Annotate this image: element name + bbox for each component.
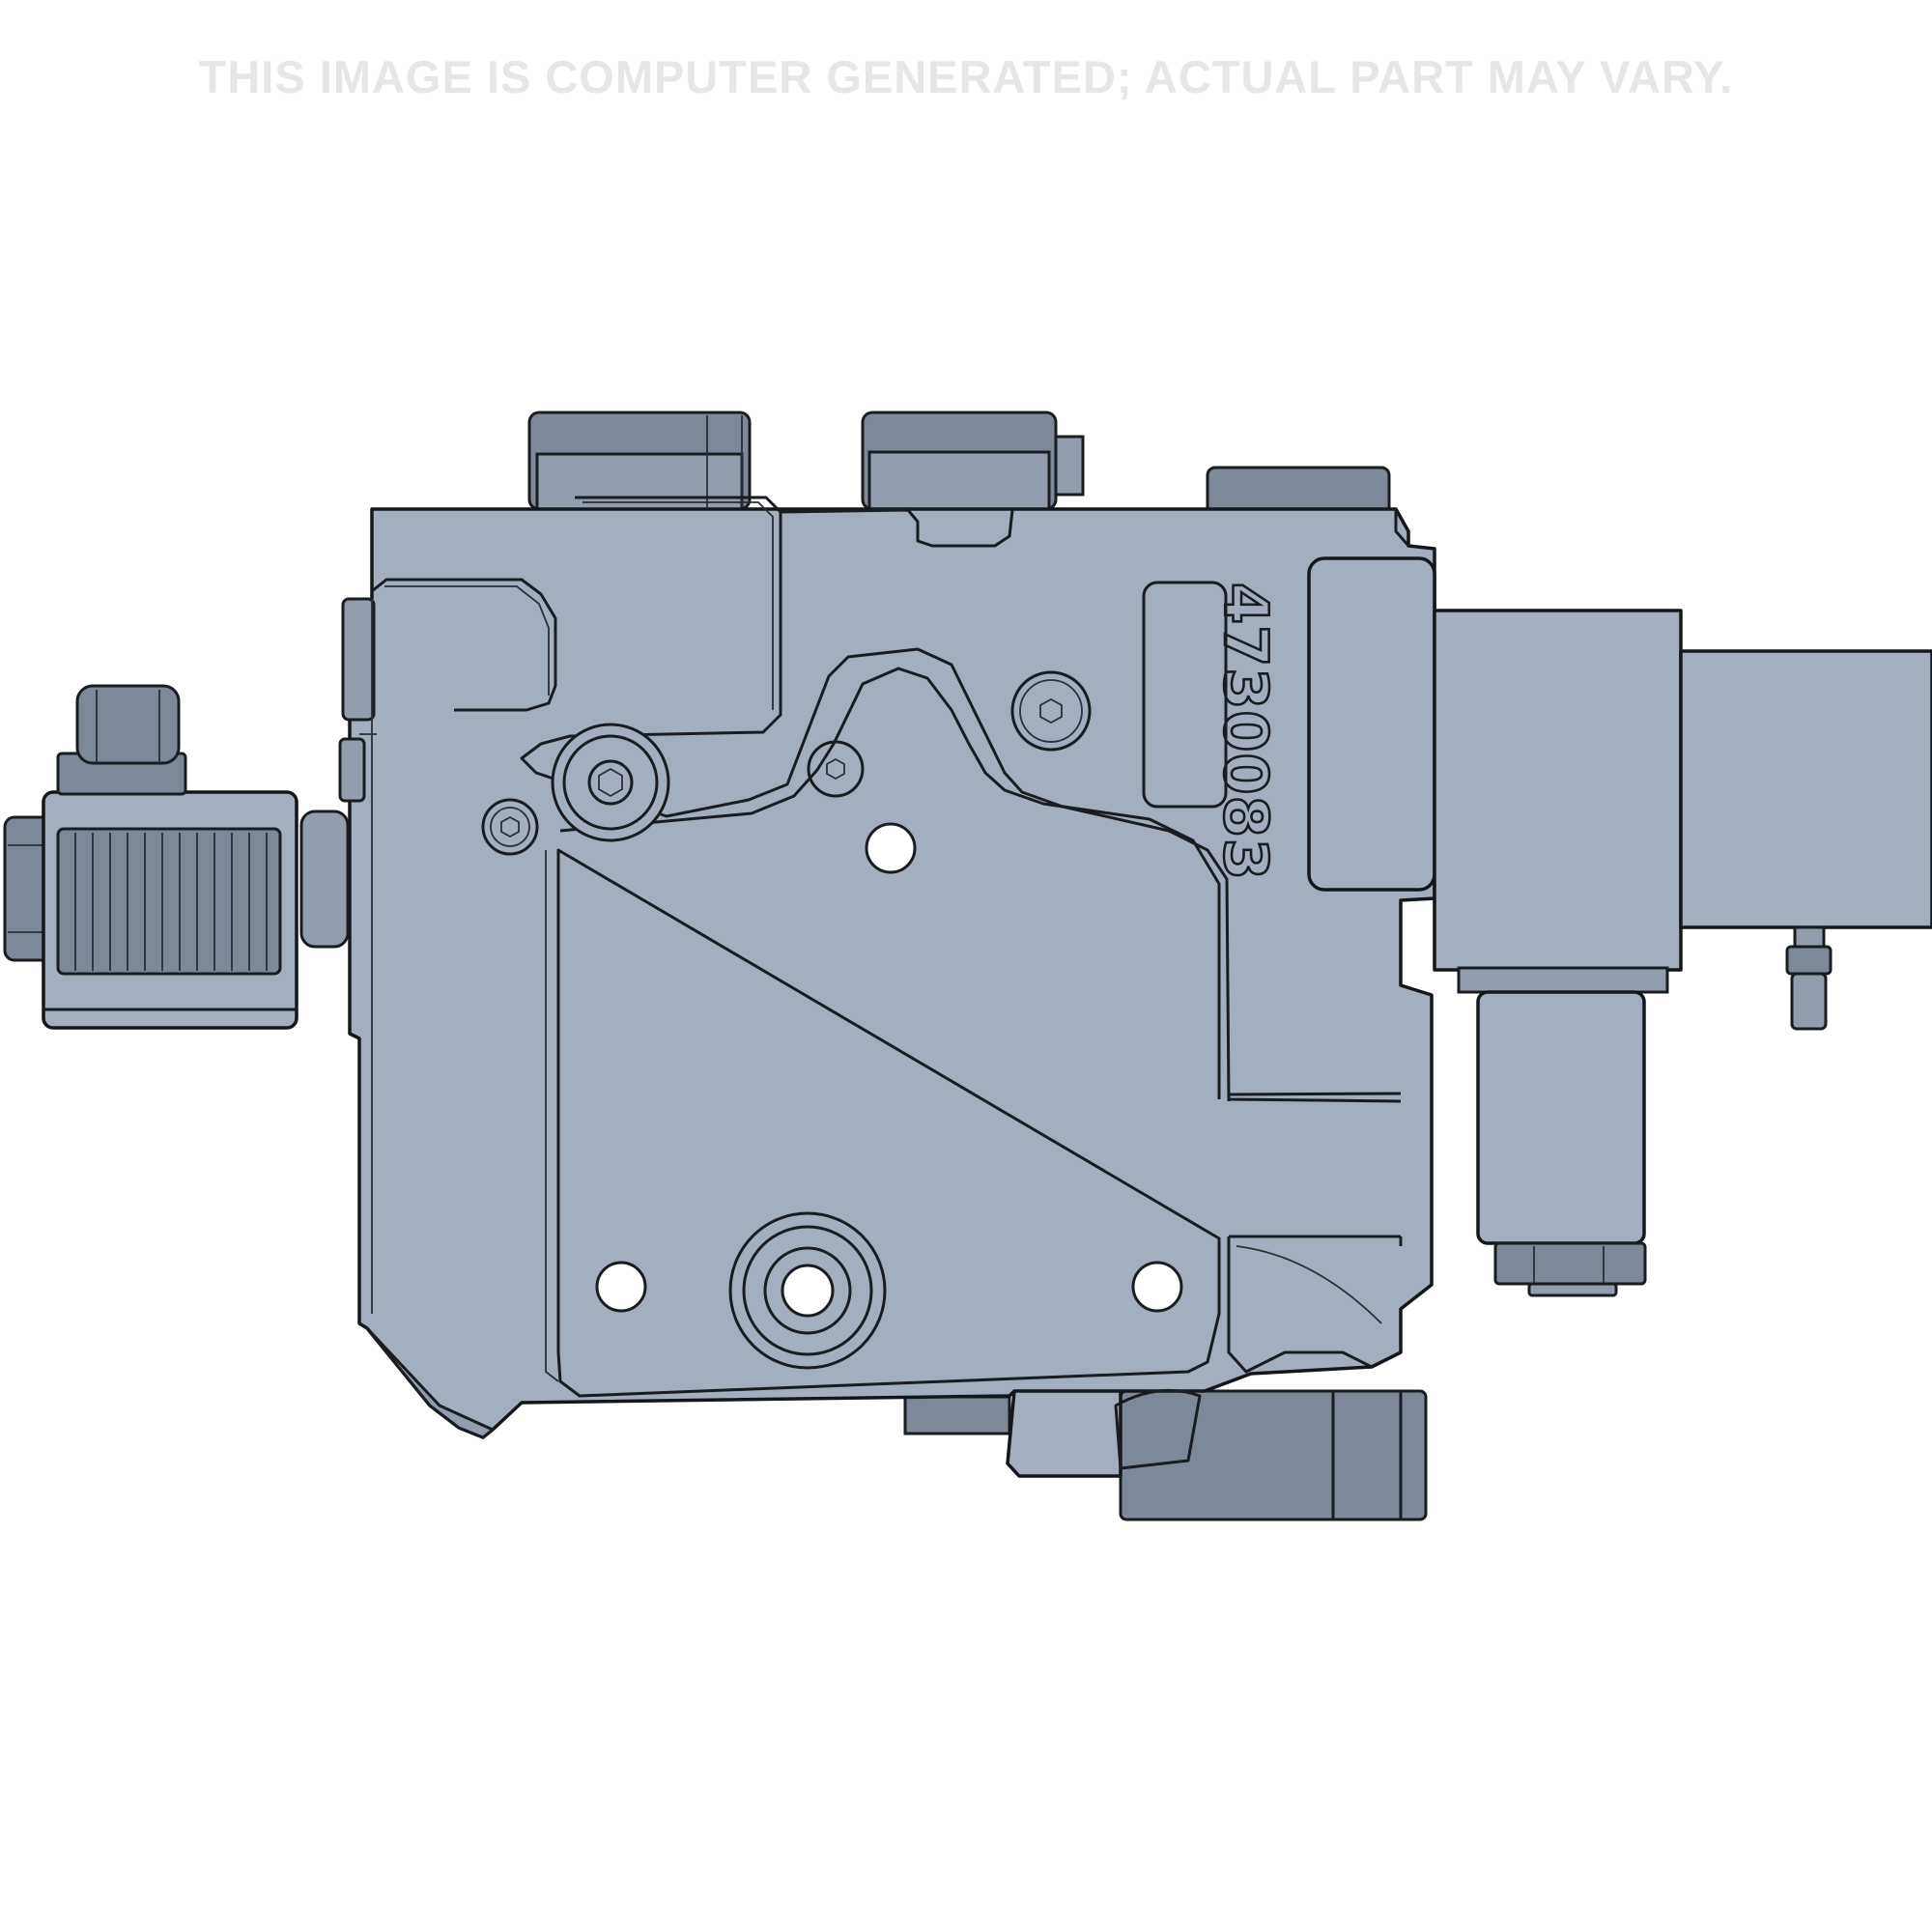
- left-flange-lower: [338, 737, 366, 803]
- bolt-upper-right: [1010, 670, 1092, 752]
- part-number: 4730083: [1210, 582, 1281, 881]
- bolt-lower-center: [728, 1211, 887, 1370]
- mount-hole-top: [865, 822, 917, 874]
- bolt-small-left: [481, 798, 539, 856]
- bolt-small-center: [807, 740, 865, 798]
- bolt-upper-left: [551, 723, 670, 842]
- mount-hole-bottom-right: [1131, 1261, 1183, 1313]
- bottom-port: [903, 1389, 1428, 1521]
- left-flange-upper: [341, 597, 376, 722]
- lower-panel: [556, 667, 1221, 1398]
- top-port-left: [527, 411, 752, 514]
- left-solenoid-valve: [3, 684, 350, 1030]
- right-cartridge-valve: [1307, 556, 1932, 1297]
- disclaimer-text: THIS IMAGE IS COMPUTER GENERATED; ACTUAL…: [198, 51, 1734, 102]
- top-port-center: [861, 411, 1085, 512]
- label-plate: [1142, 581, 1228, 809]
- raised-panel: [520, 496, 1402, 1103]
- mount-hole-bottom-left: [595, 1261, 647, 1313]
